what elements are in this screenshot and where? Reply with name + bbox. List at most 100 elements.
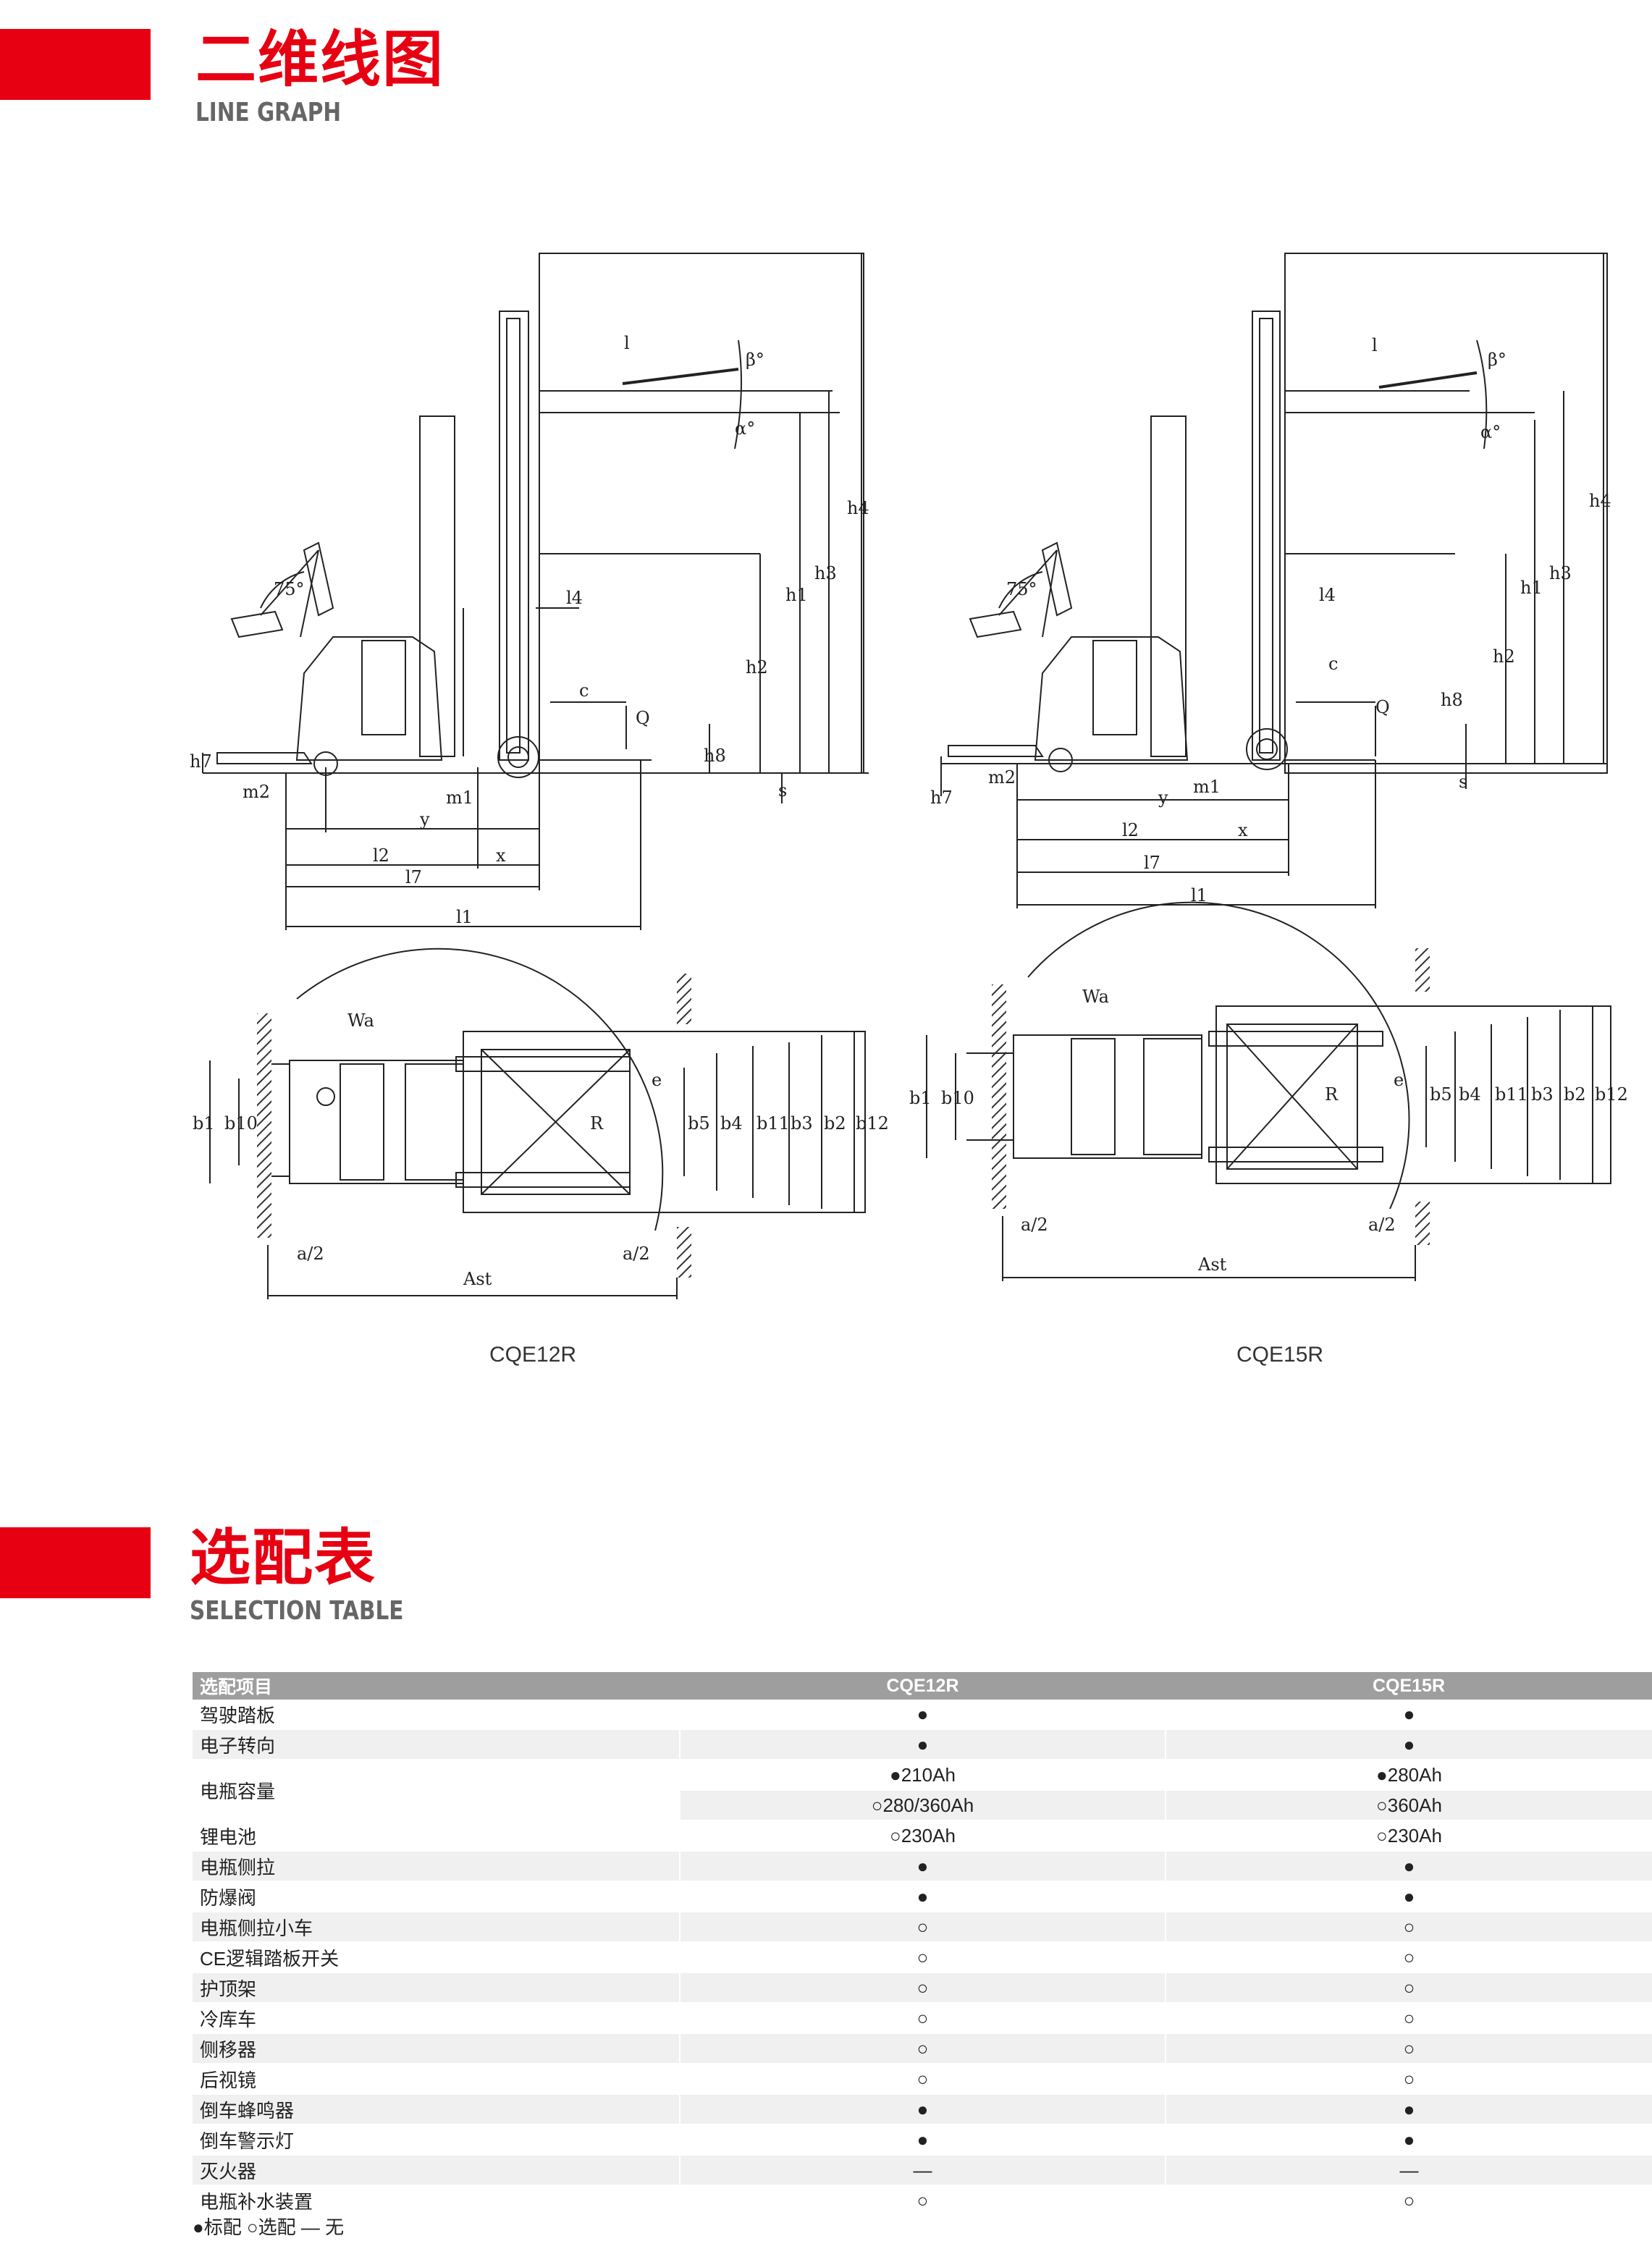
table-row: 电瓶侧拉●● [193, 1851, 1652, 1882]
row-value-cqe15r: ○360Ah [1165, 1790, 1652, 1821]
row-value-cqe12r: ● [679, 2094, 1166, 2125]
dim-h8-15: h8 [1441, 690, 1463, 710]
dim-alpha-15: α° [1480, 422, 1501, 442]
table-row: 驾驶踏板●● [193, 1700, 1652, 1730]
dim-ast-15: Ast [1197, 1254, 1227, 1275]
row-value-cqe12r: ● [679, 2124, 1166, 2156]
top-view-cqe12r [209, 948, 866, 1299]
row-value-cqe12r: ○ [679, 2033, 1166, 2064]
dim-q: Q [636, 708, 650, 728]
row-item-name: 冷库车 [193, 2003, 680, 2034]
row-value-cqe12r: ○ [679, 2064, 1166, 2095]
table-row: 侧移器○○ [193, 2033, 1652, 2064]
section-accent-bar [0, 29, 151, 100]
dim-a2-right: a/2 [623, 1244, 650, 1264]
row-value-cqe15r: — [1165, 2155, 1652, 2186]
dim-q-15: Q [1375, 697, 1390, 717]
table-row: 防爆阀●● [193, 1881, 1652, 1912]
dim-b1: b1 [193, 1113, 215, 1134]
dim-h3: h3 [814, 563, 837, 583]
model-label-cqe12r: CQE12R [489, 1343, 577, 1367]
table-row: 灭火器—— [193, 2155, 1652, 2186]
header-cqe12r: CQE12R [680, 1672, 1166, 1700]
selection-table: 选配项目 CQE12R CQE15R 驾驶踏板●●电子转向●●电瓶容量●210A… [193, 1672, 1652, 2216]
header-item: 选配项目 [193, 1672, 680, 1700]
dim-b10-15: b10 [941, 1088, 974, 1108]
row-value-cqe15r: ○ [1165, 2003, 1652, 2034]
dim-angle-15: 75° [1006, 579, 1037, 599]
table-body: 驾驶踏板●●电子转向●●电瓶容量●210Ah●280Ah○280/360Ah○3… [193, 1700, 1652, 2216]
row-value-cqe15r: ● [1165, 2094, 1652, 2125]
row-value-cqe15r: ○ [1165, 1912, 1652, 1943]
side-view-cqe12r [202, 253, 869, 930]
row-value-cqe12r: ● [679, 1700, 1166, 1730]
row-item-name: 电瓶侧拉小车 [193, 1912, 680, 1943]
dim-h8: h8 [704, 746, 726, 766]
dim-wa-15: Wa [1082, 987, 1109, 1007]
dim-c: c [579, 680, 589, 701]
row-value-cqe12r: ○ [679, 2003, 1166, 2034]
row-item-name: 电子转向 [193, 1729, 680, 1760]
dim-b4-15: b4 [1459, 1084, 1481, 1105]
dim-b5-15: b5 [1430, 1084, 1452, 1105]
row-item-name: 侧移器 [193, 2033, 680, 2064]
dim-l4: l4 [566, 588, 583, 608]
table-row: 护顶架○○ [193, 1972, 1652, 2004]
row-value-cqe15r: ● [1165, 1881, 1652, 1912]
top-view-cqe15r [926, 901, 1611, 1281]
table-row: 电瓶侧拉小车○○ [193, 1912, 1652, 1943]
row-value-cqe15r: ○ [1165, 2064, 1652, 2095]
row-value-cqe12r: ● [679, 1729, 1166, 1760]
row-item-name: CE逻辑踏板开关 [193, 1942, 680, 1973]
dim-a2: a/2 [297, 1244, 324, 1264]
row-value-cqe12r: ○ [679, 1912, 1166, 1943]
section-subtitle-selection: SELECTION TABLE [190, 1596, 404, 1626]
dim-l1: l1 [456, 907, 473, 927]
dim-h1: h1 [785, 585, 808, 605]
row-value-cqe12r: ● [679, 1851, 1166, 1882]
table-row: 电子转向●● [193, 1729, 1652, 1760]
dim-h2: h2 [746, 657, 768, 678]
dim-alpha: α° [735, 418, 755, 439]
table-row: 冷库车○○ [193, 2003, 1652, 2034]
table-header-row: 选配项目 CQE12R CQE15R [193, 1672, 1652, 1700]
dim-b10: b10 [224, 1113, 258, 1134]
dim-h4: h4 [847, 498, 869, 518]
dim-s-15: s [1459, 772, 1467, 792]
dim-l2: l2 [373, 845, 389, 866]
dim-beta: β° [746, 350, 764, 370]
row-item-name: 电瓶补水装置 [193, 2185, 680, 2216]
row-value-cqe15r: ○ [1165, 2185, 1652, 2216]
dim-h4-15: h4 [1589, 491, 1611, 511]
row-item-name: 灭火器 [193, 2155, 680, 2186]
dim-h1-15: h1 [1520, 578, 1543, 598]
table-row: 倒车警示灯●● [193, 2124, 1652, 2156]
row-value-cqe12r: ○ [679, 1972, 1166, 2004]
row-value-cqe12r: ●210Ah [679, 1760, 1166, 1791]
dim-e-15: e [1394, 1070, 1404, 1090]
table-row: 倒车蜂鸣器●● [193, 2094, 1652, 2125]
table-row: 电瓶容量●210Ah●280Ah [193, 1760, 1652, 1821]
row-item-name: 防爆阀 [193, 1881, 680, 1912]
dim-l: l [624, 333, 630, 353]
dim-a2-15: a/2 [1021, 1215, 1048, 1235]
table-row: 电瓶补水装置○○ [193, 2185, 1652, 2216]
dim-y: y [419, 809, 430, 830]
dim-b4: b4 [720, 1113, 743, 1134]
side-view-cqe15r [940, 253, 1608, 908]
dim-a2-15-right: a/2 [1368, 1215, 1396, 1235]
row-value-cqe12r: ○ [679, 1942, 1166, 1973]
row-value-cqe12r: ● [679, 1881, 1166, 1912]
row-item-name: 锂电池 [193, 1820, 680, 1852]
table-row: ○280/360Ah○360Ah [193, 1790, 1652, 1821]
row-value-cqe15r: ○ [1165, 1972, 1652, 2004]
row-value-cqe12r: — [679, 2155, 1166, 2186]
row-item-name: 护顶架 [193, 1972, 680, 2004]
dim-l2-15: l2 [1122, 820, 1139, 840]
row-value-cqe15r: ○ [1165, 1942, 1652, 1973]
section-accent-bar-selection [0, 1527, 151, 1598]
row-value-cqe12r: ○ [679, 2185, 1166, 2216]
row-item-name: 驾驶踏板 [193, 1700, 680, 1730]
table-row: 后视镜○○ [193, 2064, 1652, 2095]
dim-h3-15: h3 [1549, 563, 1572, 583]
